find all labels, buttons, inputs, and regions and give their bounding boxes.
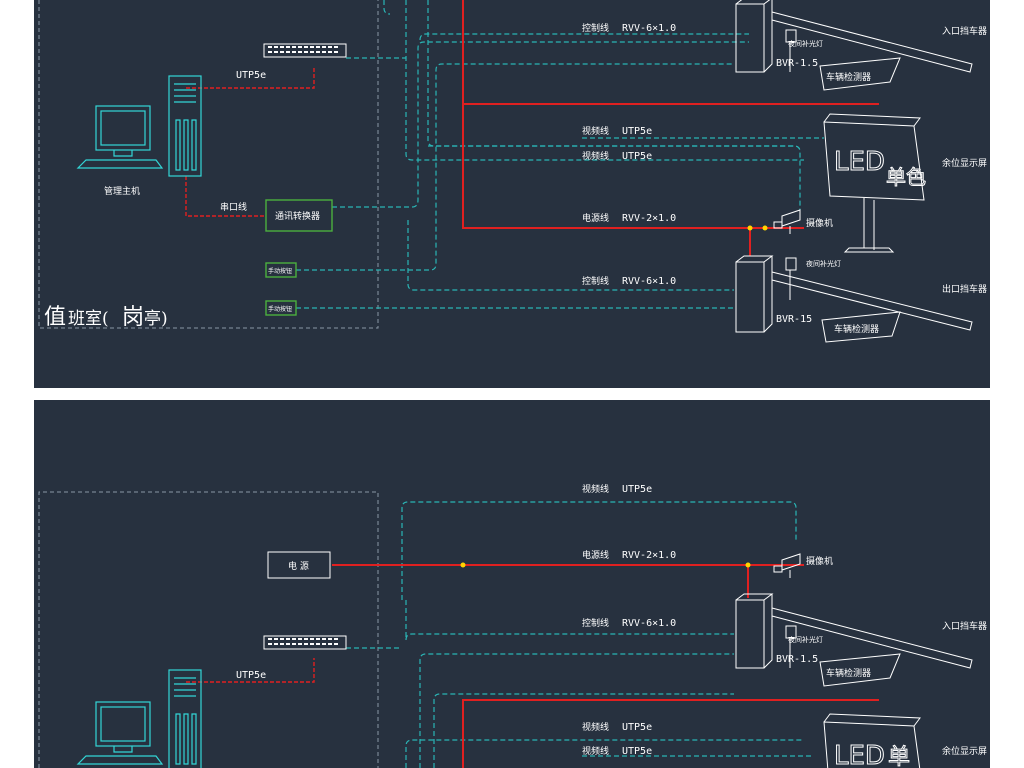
network-switch-b — [263, 635, 347, 650]
utp-host-label: UTP5e — [236, 70, 266, 81]
ctrl-bot-spec: RVV-6×1.0 — [622, 276, 676, 287]
power-box — [267, 551, 331, 579]
junction-dot-2 — [762, 225, 768, 231]
cable-video-utp2 — [405, 0, 804, 161]
exit-barrier-gate — [735, 255, 973, 333]
room-title-4: 亭) — [144, 309, 168, 329]
led-display-sign — [823, 113, 925, 253]
power-line-led-b — [462, 699, 879, 768]
cable-converter-out — [332, 41, 749, 208]
exit-detector-plate — [821, 311, 901, 343]
exit-light-label: 夜间补光灯 — [806, 259, 841, 268]
duty-room-boundary-bottom — [38, 491, 379, 768]
cable-video-1 — [428, 145, 801, 153]
power-spec: RVV-2×1.0 — [622, 213, 676, 224]
junction-dot-1 — [747, 225, 753, 231]
ctrl-kind-b: 控制线 — [582, 617, 609, 629]
utp-link-host-b — [186, 658, 315, 683]
room-title-1: 值 — [44, 305, 66, 330]
light-label-b: 夜间补光灯 — [788, 635, 823, 644]
video2-kind-b: 视频线 — [582, 745, 609, 757]
manual-button-1-box — [265, 262, 297, 278]
network-switch — [263, 43, 347, 58]
video1-kind-b: 视频线 — [582, 721, 609, 733]
utp-host-label-b: UTP5e — [236, 670, 266, 681]
video1-spec: UTP5e — [622, 126, 652, 137]
serial-label: 串口线 — [220, 201, 247, 213]
cable-button1 — [296, 63, 734, 271]
junction-dot-b2 — [745, 562, 751, 568]
serial-link — [185, 176, 266, 217]
camera-label: 摄像机 — [806, 217, 833, 229]
ctrl-bot-kind: 控制线 — [582, 275, 609, 287]
duty-room-boundary — [38, 0, 379, 329]
exit-barrier-label: 出口挡车器 — [942, 283, 987, 295]
manual-button-2-box — [265, 300, 297, 316]
entry-bvr-label: BVR-1.5 — [776, 58, 818, 69]
video-kind-b: 视频线 — [582, 483, 609, 495]
room-title-3: 岗 — [122, 305, 144, 330]
led-display-sign-b — [823, 713, 921, 768]
bvr-label-b: BVR-1.5 — [776, 654, 818, 665]
video2-spec-b: UTP5e — [622, 746, 652, 757]
cable-video-top — [401, 501, 797, 600]
top-diagram-panel: 管理主机 UTP5e 串口线 通讯转换器 手动按钮 手动按钮 值 班室( 岗 亭… — [34, 0, 990, 388]
manual-button-1-label: 手动按钮 — [268, 267, 292, 275]
video2-kind: 视频线 — [582, 150, 609, 162]
bottom-wiring-diagram: 电 源 UTP5e 视频线 UTP5e 电源线 RVV-2×1.0 控制线 RV… — [38, 483, 987, 768]
cable-video-b1 — [405, 739, 804, 768]
exit-detector-label: 车辆检测器 — [834, 323, 879, 335]
video2-spec: UTP5e — [622, 151, 652, 162]
junction-dot-b1 — [460, 562, 466, 568]
cable-ctrl-down-b — [419, 653, 734, 768]
room-title-2: 班室( — [68, 309, 109, 329]
video-spec-b: UTP5e — [622, 484, 652, 495]
video1-kind: 视频线 — [582, 125, 609, 137]
entry-detector-plate — [819, 57, 901, 91]
cable-control-top — [419, 33, 749, 41]
bottom-diagram-panel: 电 源 UTP5e 视频线 UTP5e 电源线 RVV-2×1.0 控制线 RV… — [34, 400, 990, 768]
detector-label-b: 车辆检测器 — [826, 667, 871, 679]
camera-icon — [773, 209, 801, 234]
entry-barrier-gate — [735, 0, 973, 73]
converter-label: 通讯转换器 — [275, 210, 320, 222]
cable-control-b — [405, 600, 734, 641]
camera-label-b: 摄像机 — [806, 555, 833, 567]
entry-barrier-label-b: 入口挡车器 — [942, 620, 987, 632]
led-cn-text: 单色 — [886, 165, 926, 189]
exit-bvr-label: BVR-15 — [776, 314, 812, 325]
power-line-main — [462, 0, 754, 229]
host-computer-icon — [76, 75, 202, 177]
display-label-b: 余位显示屏 — [942, 745, 987, 757]
power-box-label: 电 源 — [288, 560, 309, 572]
top-wiring-diagram: 管理主机 UTP5e 串口线 通讯转换器 手动按钮 手动按钮 值 班室( 岗 亭… — [38, 0, 987, 343]
led-text-b: LED — [834, 741, 885, 768]
manual-button-2-label: 手动按钮 — [268, 305, 292, 313]
cable-control-bottom — [407, 220, 734, 291]
led-cn-text-b: 单 — [888, 745, 910, 768]
camera-icon-b — [773, 553, 801, 578]
entry-detector-label: 车辆检测器 — [826, 71, 871, 83]
ctrl-top-spec: RVV-6×1.0 — [622, 23, 676, 34]
led-text: LED — [834, 147, 885, 177]
converter-box — [265, 199, 333, 232]
ctrl-spec-b: RVV-6×1.0 — [622, 618, 676, 629]
detector-plate-b — [819, 653, 901, 687]
power-kind: 电源线 — [582, 212, 609, 224]
host-label: 管理主机 — [104, 185, 140, 197]
display-label: 余位显示屏 — [942, 157, 987, 169]
video1-spec-b: UTP5e — [622, 722, 652, 733]
cable-top-stub — [383, 0, 391, 15]
entry-barrier-gate-b — [735, 593, 973, 669]
ctrl-top-kind: 控制线 — [582, 22, 609, 34]
power-spec-b: RVV-2×1.0 — [622, 550, 676, 561]
cable-down-b2 — [433, 693, 734, 768]
power-kind-b: 电源线 — [582, 549, 609, 561]
host-computer-icon-b — [76, 669, 202, 768]
entry-light-label: 夜间补光灯 — [788, 39, 823, 48]
entry-barrier-label: 入口挡车器 — [942, 25, 987, 37]
utp-link-host — [186, 66, 315, 89]
